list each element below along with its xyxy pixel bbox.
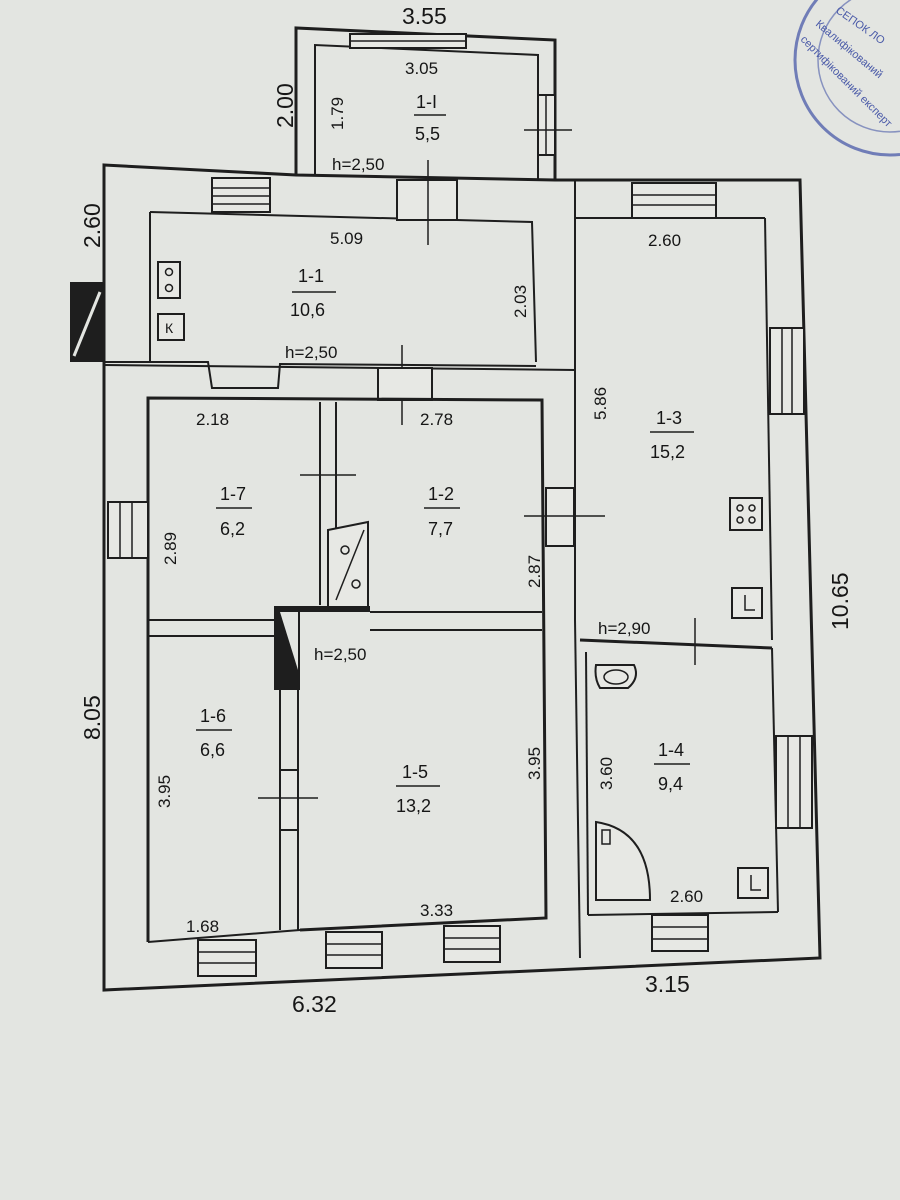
- room-1-3-height: h=2,90: [598, 619, 650, 638]
- room-1-6-width: 1.68: [186, 917, 219, 936]
- room-1-5-labels: 1-5 13,2 3.95 3.33: [396, 747, 544, 920]
- outer-walls: [102, 163, 822, 992]
- room-1-2-labels: 2.78 2.87 1-2 7,7 h=2,50: [314, 410, 544, 664]
- doorway-1-2-1-3: [545, 487, 575, 547]
- room-1-1-width: 5.09: [330, 229, 363, 248]
- room-1-I-length: 1.79: [328, 97, 347, 130]
- room-1-3-fixtures: [524, 182, 805, 619]
- room-1-1-id: 1-1: [298, 266, 324, 286]
- room-1-1-labels: 5.09 2.03 1-1 10,6 h=2,50: [285, 229, 530, 362]
- window-1-6-bottom: [197, 939, 257, 977]
- room-1-1-length: 2.03: [511, 285, 530, 318]
- room-1-2-length: 2.87: [525, 555, 544, 588]
- room-1-6-area: 6,6: [200, 740, 225, 760]
- porch-walls: [294, 26, 572, 180]
- toilet-icon: [594, 664, 637, 689]
- room-1-7-length: 2.89: [161, 532, 180, 565]
- room-1-7-id: 1-7: [220, 484, 246, 504]
- room-1-I-width: 3.05: [405, 59, 438, 78]
- kitchen-fixtures: К: [70, 160, 458, 425]
- room-1-3-width: 2.60: [648, 231, 681, 250]
- room-1-4-width: 2.60: [670, 887, 703, 906]
- stamp-seal: СЕПОК ЛО Квалифікований сертифікований е…: [793, 0, 900, 157]
- room-1-3-id: 1-3: [656, 408, 682, 428]
- room-1-7-labels: 2.18 2.89 1-7 6,2: [161, 410, 252, 565]
- window-1-4-right: [775, 735, 813, 829]
- room-1-I-labels: 3.05 1.79 1-I 5,5 h=2,50: [328, 59, 446, 174]
- window-1-5-bottom-a: [325, 931, 383, 969]
- room-1-5-length: 3.95: [525, 747, 544, 780]
- window-1-4-bottom: [651, 914, 709, 952]
- window-1-3-top: [631, 182, 717, 219]
- room-1-2-id: 1-2: [428, 484, 454, 504]
- heater-icon-1-4: [737, 867, 769, 899]
- dim-porch-depth: 2.00: [272, 83, 298, 128]
- room-1-4-area: 9,4: [658, 774, 683, 794]
- room-1-3-area: 15,2: [650, 442, 685, 462]
- dim-bottom-left: 6.32: [292, 991, 337, 1017]
- outer-dimensions: 3.55 2.00 2.60 8.05 10.65 6.32 3.15: [79, 3, 853, 1017]
- room-1-3-length: 5.86: [591, 387, 610, 420]
- room-1-I-height: h=2,50: [332, 155, 384, 174]
- dim-house-right: 10.65: [827, 572, 853, 630]
- central-walls: [107, 396, 548, 977]
- window-1-7-left: [107, 501, 149, 559]
- boiler-letter: К: [165, 320, 174, 336]
- room-1-6-length: 3.95: [155, 775, 174, 808]
- doorway-porch: [396, 179, 458, 221]
- room-1-6-labels: 1-6 6,6 3.95 1.68: [155, 706, 232, 936]
- boiler-icon: [157, 313, 185, 341]
- shower-icon: [595, 820, 652, 901]
- dim-porch-width: 3.55: [402, 3, 447, 29]
- room-1-I-area: 5,5: [415, 124, 440, 144]
- window-kitchen-top: [211, 177, 271, 213]
- room-1-4-walls: [579, 618, 813, 952]
- dim-bottom-right: 3.15: [645, 971, 690, 997]
- room-1-2-height: h=2,50: [314, 645, 366, 664]
- room-1-7-area: 6,2: [220, 519, 245, 539]
- room-1-5-width: 3.33: [420, 901, 453, 920]
- stove-icon: [157, 261, 181, 299]
- dim-house-left: 8.05: [79, 695, 105, 740]
- room-1-1-area: 10,6: [290, 300, 325, 320]
- room-1-4-id: 1-4: [658, 740, 684, 760]
- room-1-3-labels: 2.60 5.86 1-3 15,2 h=2,90: [591, 231, 694, 638]
- window-1-3-right: [769, 327, 805, 415]
- room-1-6-id: 1-6: [200, 706, 226, 726]
- room-1-7-width: 2.18: [196, 410, 229, 429]
- room-1-2-area: 7,7: [428, 519, 453, 539]
- room-1-5-id: 1-5: [402, 762, 428, 782]
- heater-icon-1-3: [731, 587, 763, 619]
- room-1-4-length: 3.60: [597, 757, 616, 790]
- room-1-2-width: 2.78: [420, 410, 453, 429]
- gas-stove-icon: [729, 497, 763, 531]
- room-1-I-id: 1-I: [416, 92, 437, 112]
- room-1-4-labels: 1-4 9,4 3.60 2.60: [597, 740, 703, 906]
- room-1-1-height: h=2,50: [285, 343, 337, 362]
- room-1-5-area: 13,2: [396, 796, 431, 816]
- dim-kitchen-depth: 2.60: [79, 203, 105, 248]
- window-1-5-bottom-b: [443, 925, 501, 963]
- doorway-kitchen-bottom: [377, 367, 433, 401]
